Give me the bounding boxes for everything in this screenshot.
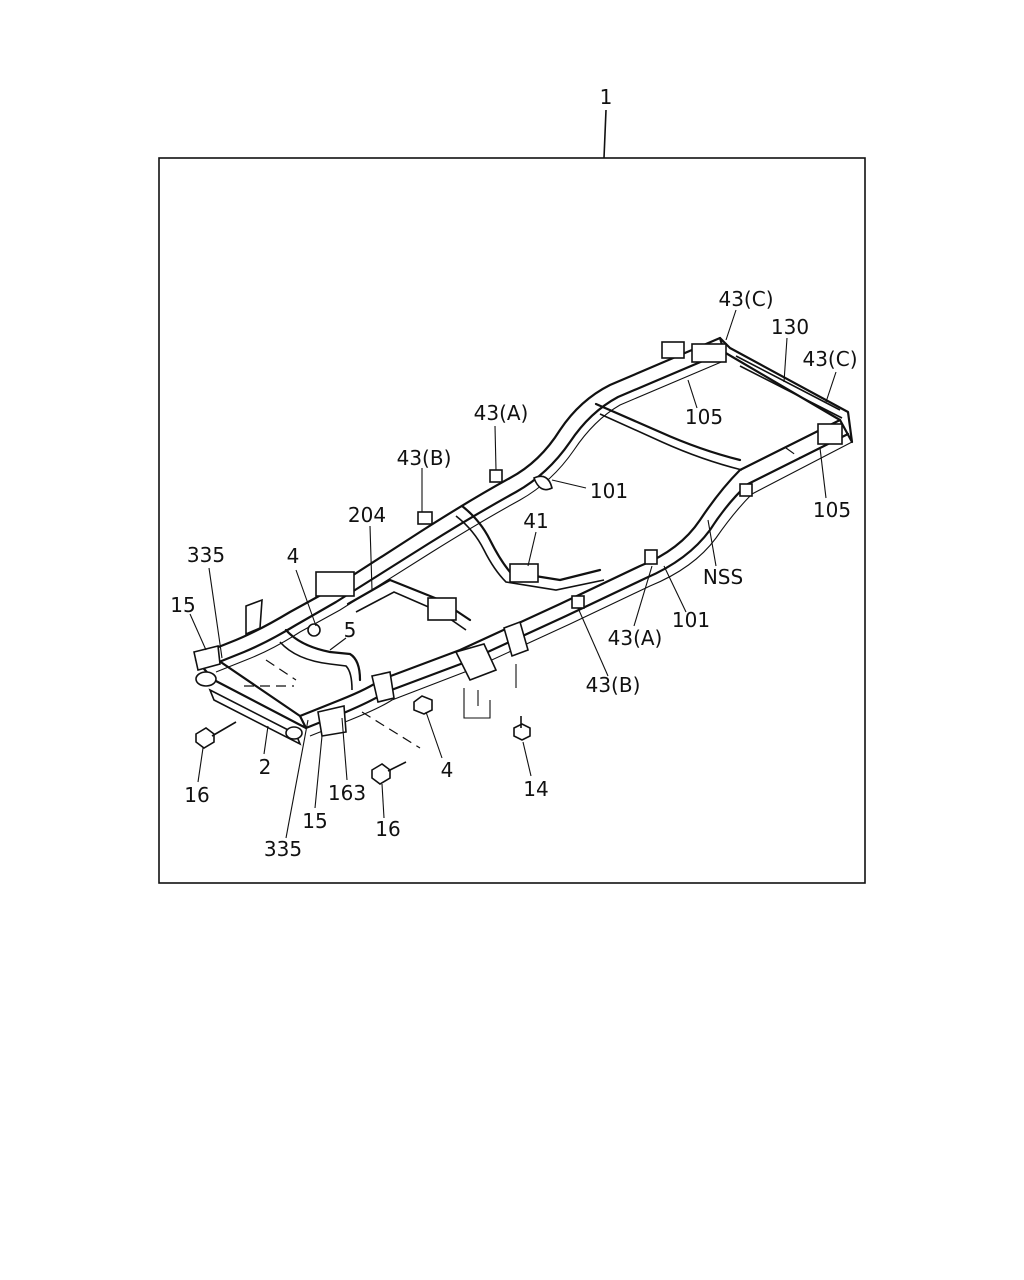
left-side-rail xyxy=(204,336,722,654)
callout-130: 130 xyxy=(771,315,809,339)
callout-105-top: 105 xyxy=(685,405,723,429)
callout-43a-bottom: 43(A) xyxy=(608,626,663,650)
callout-43b-bottom: 43(B) xyxy=(586,673,641,697)
bolt-16-left xyxy=(195,721,237,749)
callout-43c-right: 43(C) xyxy=(802,347,857,371)
assembly-leader-line xyxy=(603,109,607,159)
callout-105-right: 105 xyxy=(813,498,851,522)
bolt-14 xyxy=(513,716,531,741)
callout-labels: 1 43(C) 130 43(C) 105 43(A) 43(B) 101 10… xyxy=(170,85,857,861)
callout-15-left: 15 xyxy=(170,593,195,617)
callout-41: 41 xyxy=(523,509,548,533)
leader-lines xyxy=(189,309,837,839)
chassis-frame xyxy=(193,336,854,785)
callout-163: 163 xyxy=(328,781,366,805)
callout-2: 2 xyxy=(259,755,272,779)
callout-43b-top: 43(B) xyxy=(397,446,452,470)
callout-335-bottom: 335 xyxy=(264,837,302,861)
callout-101-bottom: 101 xyxy=(672,608,710,632)
callout-43c-left: 43(C) xyxy=(718,287,773,311)
diagram-border xyxy=(158,157,866,884)
callout-43a-top: 43(A) xyxy=(474,401,529,425)
callout-14: 14 xyxy=(523,777,548,801)
callout-16-bottom: 16 xyxy=(375,817,400,841)
right-side-rail xyxy=(298,418,842,718)
nut-4-bottom xyxy=(413,695,433,715)
callout-5: 5 xyxy=(344,618,357,642)
callout-204: 204 xyxy=(348,503,386,527)
callout-4-bottom: 4 xyxy=(441,758,454,782)
callout-101-top: 101 xyxy=(590,479,628,503)
bolt-16-right xyxy=(371,761,407,785)
callout-15-bottom: 15 xyxy=(302,809,327,833)
callout-1: 1 xyxy=(600,85,613,109)
callout-16-left: 16 xyxy=(184,783,209,807)
callout-4-top: 4 xyxy=(287,544,300,568)
callout-335-top: 335 xyxy=(187,543,225,567)
callout-nss: NSS xyxy=(703,565,743,589)
